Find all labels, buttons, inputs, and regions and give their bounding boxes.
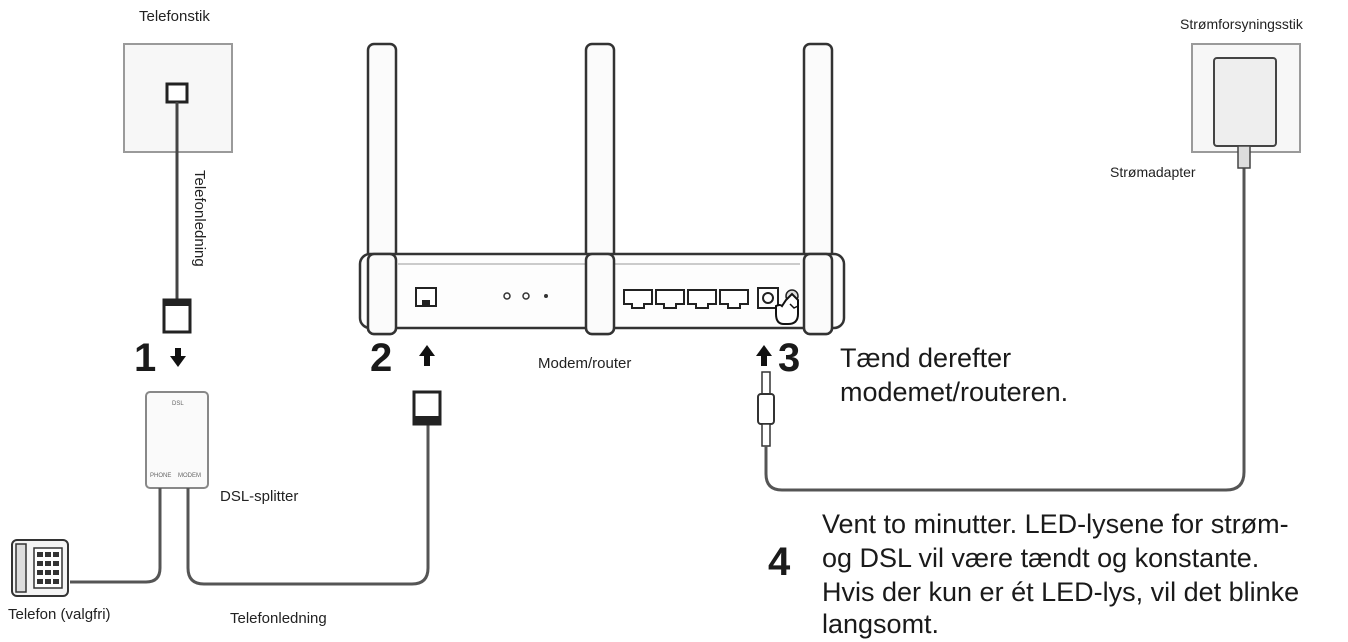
svg-text:DSL: DSL — [172, 401, 184, 407]
telephone-label: Telefon (valgfri) — [8, 606, 111, 623]
phone-plug-step2 — [412, 390, 442, 426]
power-adapter-label: Strømadapter — [1110, 164, 1196, 180]
step-3-number: 3 — [778, 336, 801, 380]
step-3-instruction-line1: Tænd derefter — [840, 343, 1012, 373]
power-outlet-label: Strømforsyningsstik — [1180, 16, 1303, 32]
dsl-splitter-label: DSL-splitter — [220, 488, 299, 505]
up-arrow-icon — [419, 345, 435, 366]
step-4-number: 4 — [768, 540, 791, 584]
power-plug — [757, 371, 775, 447]
phone-cord-bottom-label: Telefonledning — [230, 610, 327, 627]
telephone-icon — [11, 539, 69, 597]
router-icon — [358, 42, 846, 336]
down-arrow-icon — [170, 348, 186, 367]
step-1-number: 1 — [134, 336, 157, 380]
step-2-number: 2 — [370, 336, 393, 380]
step-4-instruction-line2: og DSL vil være tændt og konstante. — [822, 543, 1260, 573]
step-3-instruction-line2: modemet/routeren. — [840, 377, 1069, 407]
power-adapter-icon — [1213, 57, 1277, 169]
phone-cord-vertical-label: Telefonledning — [191, 170, 208, 267]
modem-router-label: Modem/router — [538, 355, 632, 372]
phone-plug-top — [162, 298, 192, 334]
step-4-instruction-line1: Vent to minutter. LED-lysene for strøm- — [822, 509, 1289, 539]
hand-pointer-icon — [775, 292, 799, 325]
svg-text:PHONE: PHONE — [150, 473, 171, 479]
svg-text:MODEM: MODEM — [178, 473, 201, 479]
step-4-instruction-line4: langsomt. — [822, 609, 940, 639]
step-4-instruction-line3: Hvis der kun er ét LED-lys, vil det blin… — [822, 577, 1300, 607]
up-arrow-icon — [756, 345, 772, 366]
wall-jack-label: Telefonstik — [139, 8, 210, 25]
dsl-splitter-icon: DSL PHONE MODEM — [145, 391, 209, 489]
